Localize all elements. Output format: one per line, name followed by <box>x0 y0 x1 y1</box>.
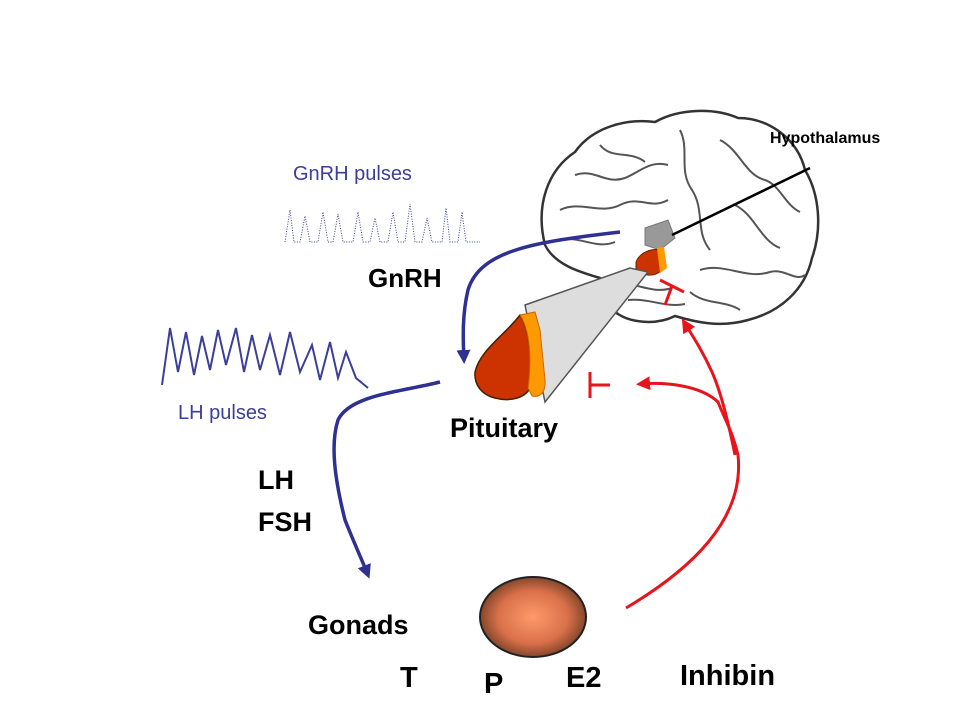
pituitary-posterior-lobe <box>519 311 546 397</box>
gonad-shape <box>479 576 587 658</box>
lh-pulse-trace <box>161 327 369 389</box>
gnrh-label: GnRH <box>368 263 442 293</box>
testosterone-label: T <box>400 662 418 694</box>
fsh-label: FSH <box>258 507 312 537</box>
inhibin-feedback-arrow <box>625 376 741 610</box>
pituitary-label: Pituitary <box>450 413 559 443</box>
inhibin-label: Inhibin <box>680 660 776 692</box>
lh-label: LH <box>258 465 294 495</box>
pituitary-anterior-lobe <box>474 313 532 401</box>
gnrh-arrow <box>456 230 621 364</box>
progesterone-label: P <box>484 668 504 700</box>
pituitary-inhibition-symbol <box>588 372 610 398</box>
hypothalamus-inhibition-symbol <box>659 278 685 306</box>
gnrh-pulses-label: GnRH pulses <box>293 163 412 185</box>
hypothalamus-pointer <box>671 166 811 237</box>
brain-pituitary-posterior <box>657 247 667 273</box>
hypothalamus-label: Hypothalamus <box>770 130 881 147</box>
steroid-feedback-arrow <box>681 318 737 456</box>
estradiol-label: E2 <box>566 662 602 694</box>
gnrh-pulse-trace <box>284 203 480 243</box>
gonads-label: Gonads <box>308 610 409 640</box>
hypothalamus-region <box>644 219 676 251</box>
lh-fsh-arrow <box>332 380 441 579</box>
lh-pulses-label: LH pulses <box>178 402 267 424</box>
